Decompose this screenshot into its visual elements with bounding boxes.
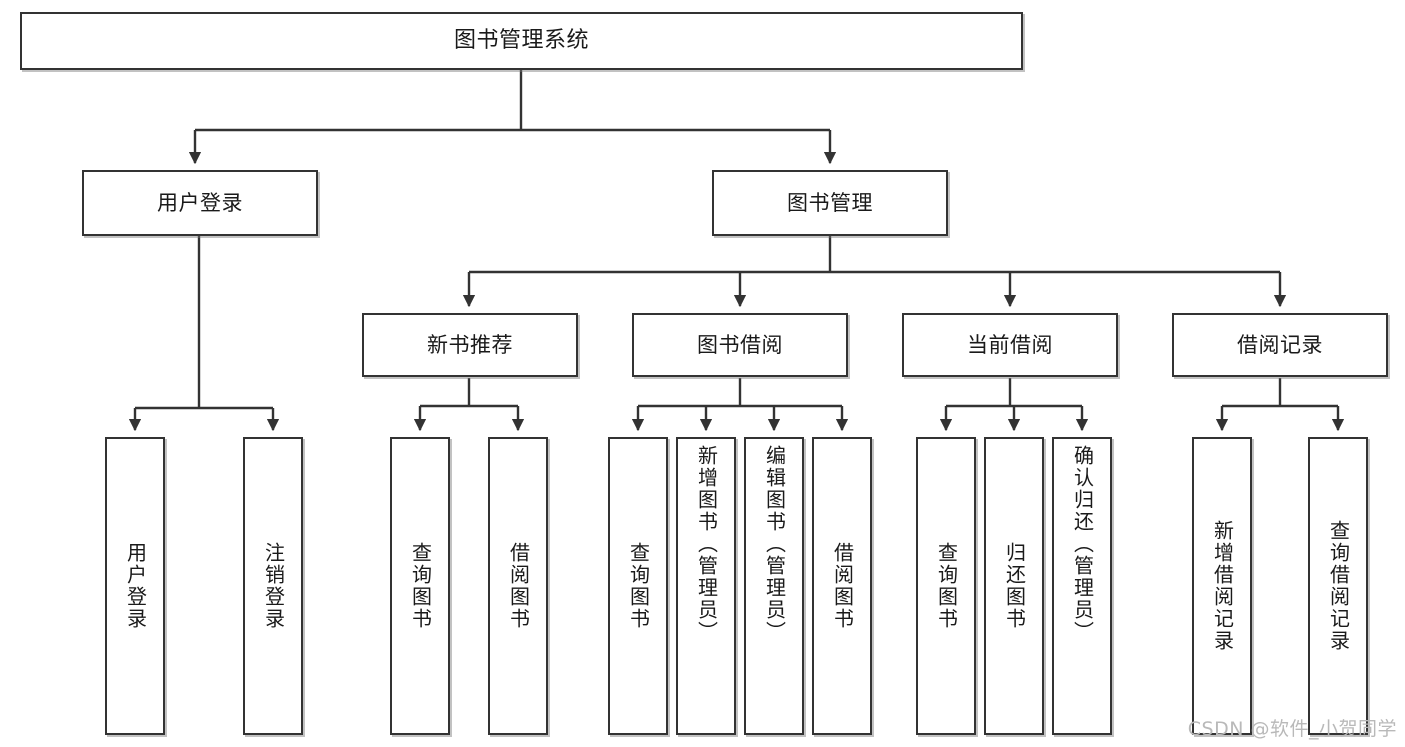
node-label: 查询借阅记录 bbox=[1326, 520, 1351, 652]
leaf-newbook-query-books[interactable]: 查询图书 bbox=[390, 437, 450, 735]
node-label: 新书推荐 bbox=[427, 332, 513, 357]
leaf-current-query-books[interactable]: 查询图书 bbox=[916, 437, 976, 735]
node-label: 注销登录 bbox=[261, 542, 286, 630]
node-label: 借阅图书 bbox=[506, 542, 531, 630]
leaf-newbook-borrow-books[interactable]: 借阅图书 bbox=[488, 437, 548, 735]
leaf-current-return-books[interactable]: 归还图书 bbox=[984, 437, 1044, 735]
leaf-records-query-record[interactable]: 查询借阅记录 bbox=[1308, 437, 1368, 735]
node-borrow-records[interactable]: 借阅记录 bbox=[1172, 313, 1388, 377]
node-label: 新增借阅记录 bbox=[1210, 520, 1235, 652]
node-label: 用户登录 bbox=[157, 190, 243, 215]
node-user-login[interactable]: 用户登录 bbox=[82, 170, 318, 236]
node-label: 图书管理 bbox=[787, 190, 873, 215]
leaf-records-add-record[interactable]: 新增借阅记录 bbox=[1192, 437, 1252, 735]
node-label: 查询图书 bbox=[408, 542, 433, 630]
node-label: 确认归还（管理员） bbox=[1070, 445, 1095, 643]
node-book-borrow[interactable]: 图书借阅 bbox=[632, 313, 848, 377]
leaf-user-login-login[interactable]: 用户登录 bbox=[105, 437, 165, 735]
node-book-management[interactable]: 图书管理 bbox=[712, 170, 948, 236]
node-label: 图书管理系统 bbox=[453, 28, 589, 54]
node-new-book-recommend[interactable]: 新书推荐 bbox=[362, 313, 578, 377]
node-label: 新增图书（管理员） bbox=[694, 445, 719, 643]
leaf-borrow-query-books[interactable]: 查询图书 bbox=[608, 437, 668, 735]
node-label: 用户登录 bbox=[123, 542, 148, 630]
node-label: 借阅图书 bbox=[830, 542, 855, 630]
leaf-current-confirm-return-admin[interactable]: 确认归还（管理员） bbox=[1052, 437, 1112, 735]
node-label: 归还图书 bbox=[1002, 542, 1027, 630]
leaf-borrow-edit-book-admin[interactable]: 编辑图书（管理员） bbox=[744, 437, 804, 735]
node-label: 查询图书 bbox=[934, 542, 959, 630]
node-label: 图书借阅 bbox=[697, 332, 783, 357]
node-current-borrow[interactable]: 当前借阅 bbox=[902, 313, 1118, 377]
node-label: 当前借阅 bbox=[967, 332, 1053, 357]
node-label: 借阅记录 bbox=[1237, 332, 1323, 357]
leaf-borrow-borrow-books[interactable]: 借阅图书 bbox=[812, 437, 872, 735]
node-label: 编辑图书（管理员） bbox=[762, 445, 787, 643]
node-root-library-system[interactable]: 图书管理系统 bbox=[20, 12, 1023, 70]
node-label: 查询图书 bbox=[626, 542, 651, 630]
leaf-user-login-logout[interactable]: 注销登录 bbox=[243, 437, 303, 735]
leaf-borrow-add-book-admin[interactable]: 新增图书（管理员） bbox=[676, 437, 736, 735]
